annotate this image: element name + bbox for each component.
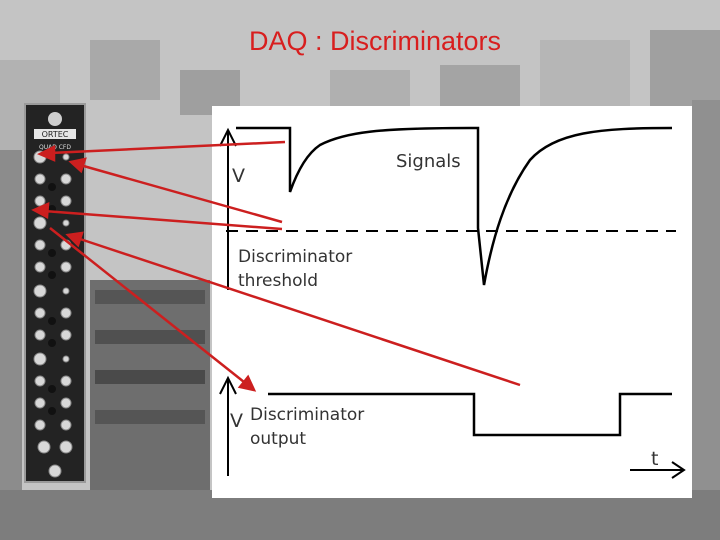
output-label-line2: output: [250, 429, 306, 449]
top-axis-label: V: [232, 165, 245, 187]
output-trace: [268, 392, 672, 437]
time-axis: [630, 461, 686, 479]
threshold-label-line2: threshold: [238, 271, 318, 291]
bottom-voltage-axis: [219, 375, 237, 476]
module-front-panel: ORTEC QUAD CFD: [26, 105, 84, 481]
module-connectors: [33, 150, 73, 478]
output-label-line1: Discriminator: [250, 405, 364, 425]
signal-trace: [236, 126, 673, 286]
red-arrows: [31, 140, 521, 392]
time-axis-label: t: [651, 448, 658, 470]
module-brand: ORTEC: [42, 130, 69, 139]
signals-label: Signals: [396, 151, 461, 172]
top-voltage-axis: [219, 127, 237, 290]
diagram-panel: [212, 106, 692, 498]
threshold-label-line1: Discriminator: [238, 247, 352, 267]
slide-title: DAQ : Discriminators: [248, 26, 502, 56]
bottom-axis-label: V: [230, 410, 243, 432]
